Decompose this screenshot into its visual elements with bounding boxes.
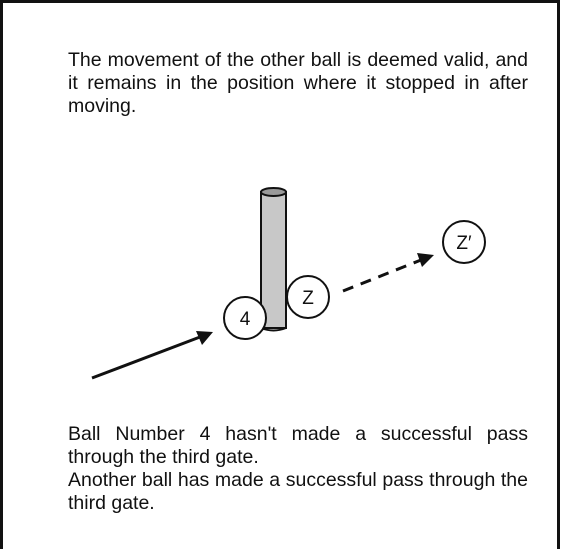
frame-left-border <box>0 0 3 549</box>
ball-z-prime: Z′ <box>442 220 486 264</box>
frame-right-border <box>557 0 560 549</box>
ball-z-label: Z <box>302 288 314 309</box>
ball-4: 4 <box>223 296 267 340</box>
arrow-dashed-icon <box>342 253 434 293</box>
caption-top: The movement of the other ball is deemed… <box>68 49 528 117</box>
caption-bottom-line-1: Ball Number 4 hasn't made a successful p… <box>68 423 528 468</box>
caption-bottom: Ball Number 4 hasn't made a successful p… <box>68 423 528 515</box>
ball-z-prime-label: Z′ <box>456 233 472 254</box>
arrow-solid-icon <box>91 331 213 380</box>
ball-4-label: 4 <box>240 309 251 330</box>
caption-bottom-line-2: Another ball has made a successful pass … <box>68 469 528 514</box>
ball-z: Z <box>286 275 330 319</box>
frame-top-border <box>0 0 560 3</box>
